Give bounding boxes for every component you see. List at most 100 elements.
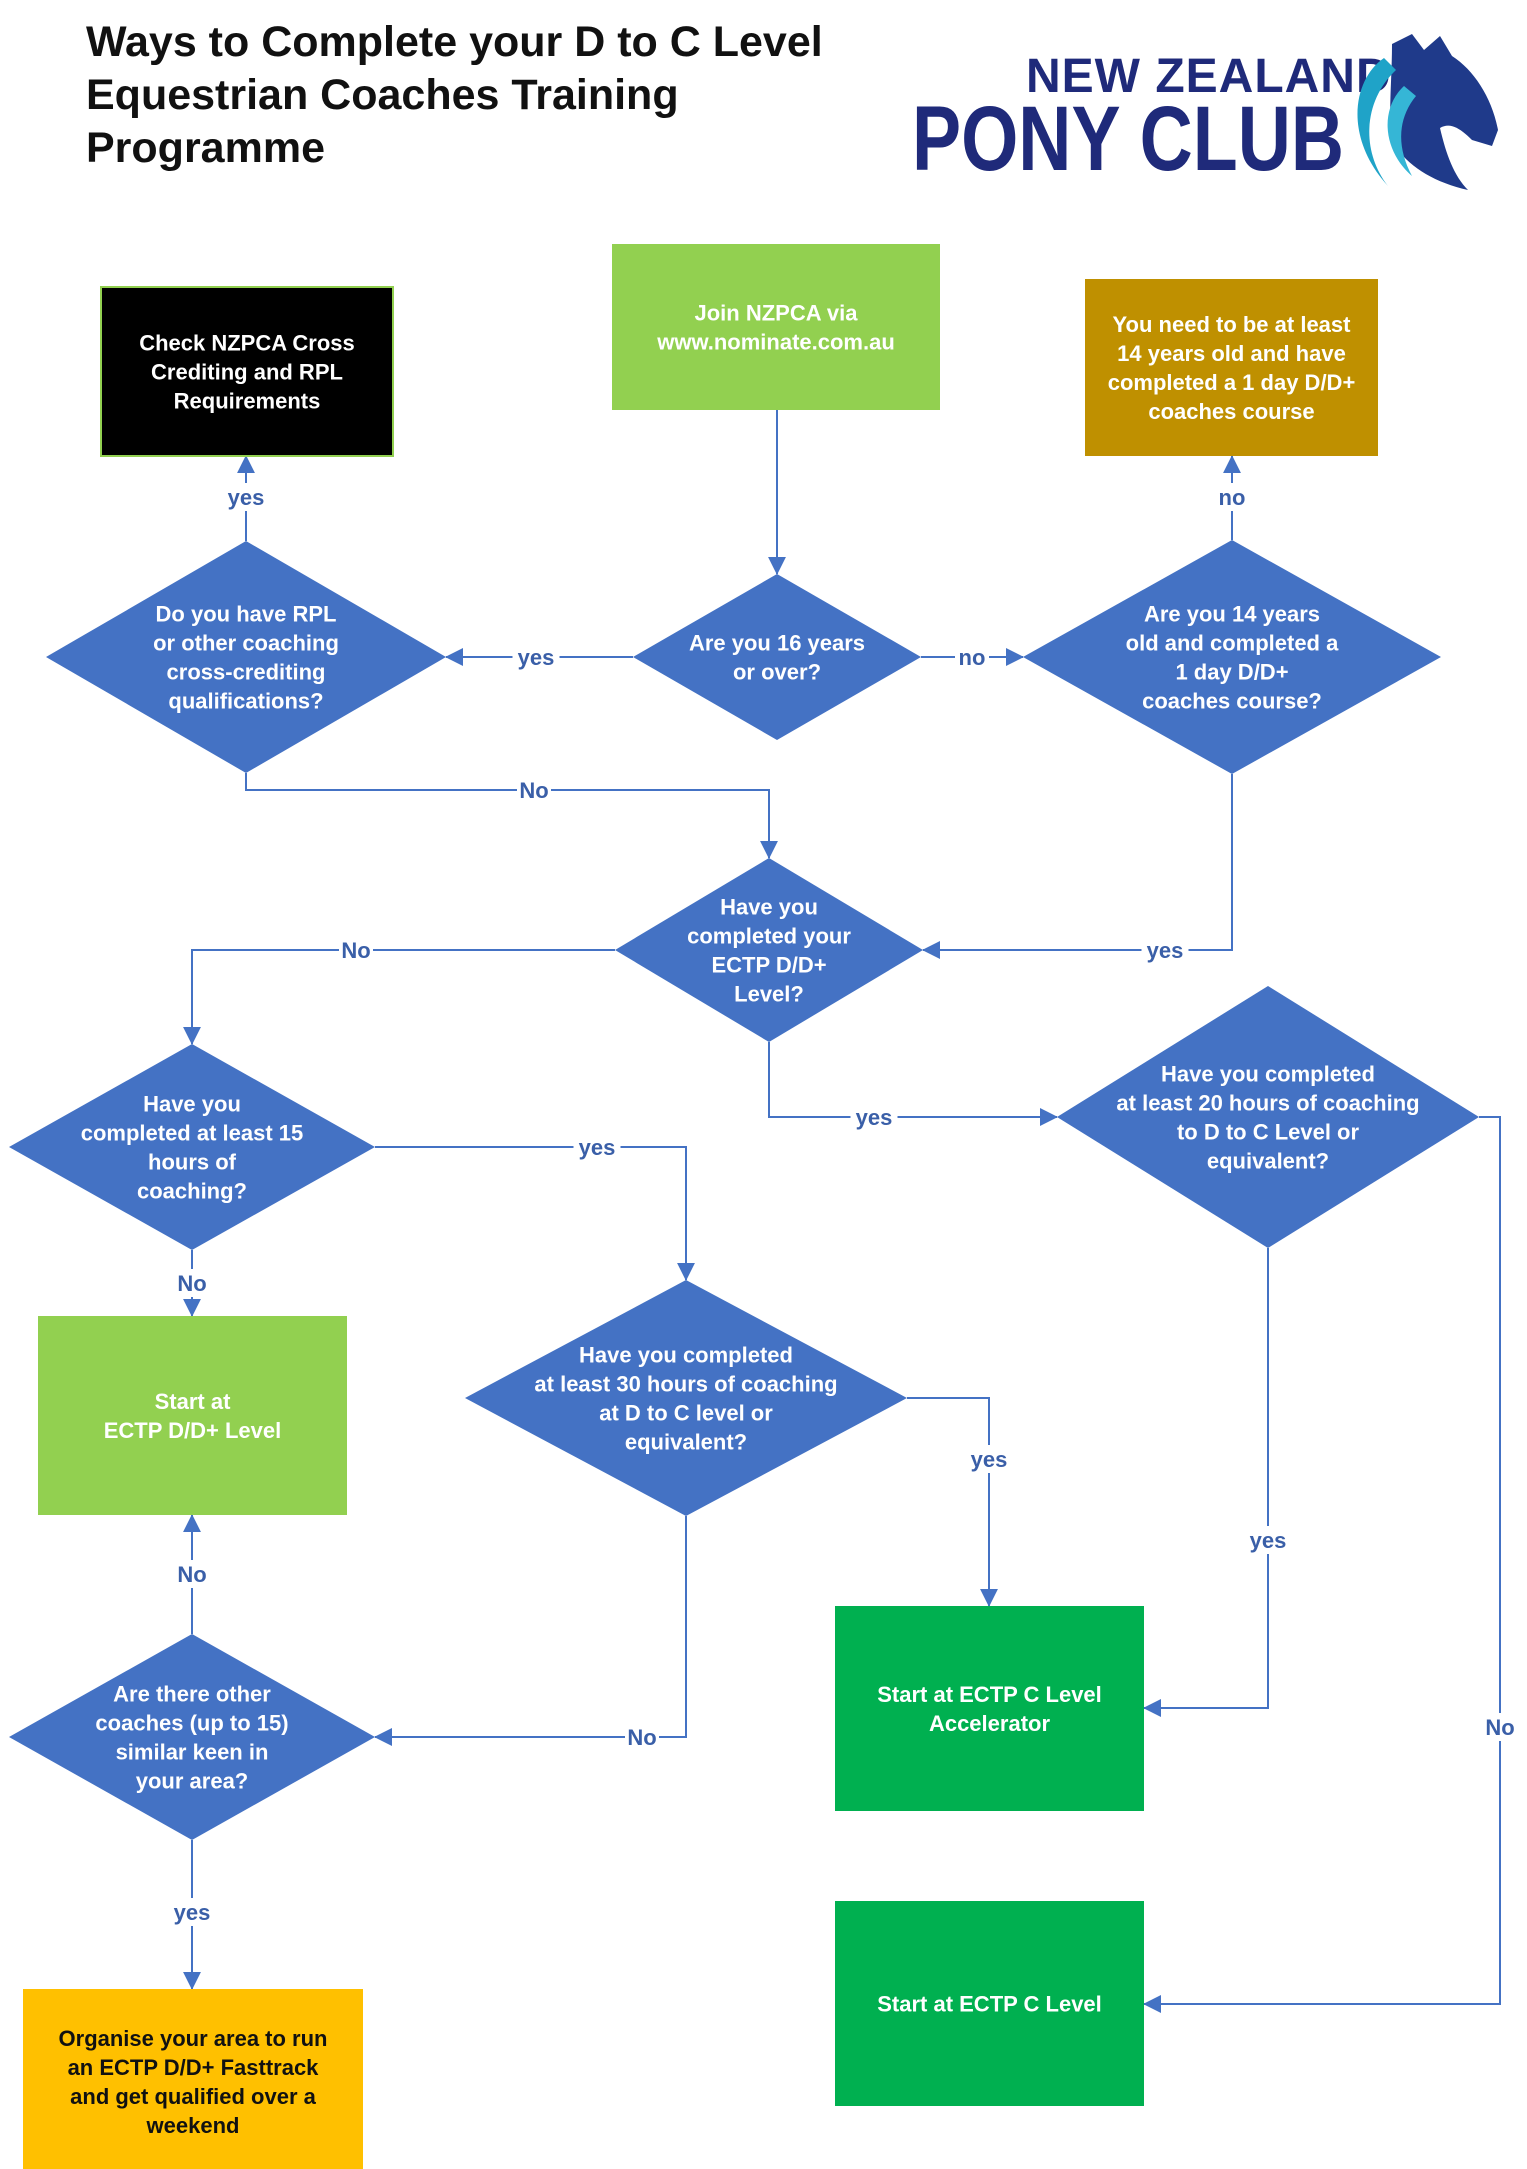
edge-e3: no [921,643,1024,671]
node-text-line: equivalent? [1207,1149,1329,1174]
node-text-line: Start at [155,1389,231,1414]
edge-e16: No [175,1514,209,1634]
edge-e4: yes [222,455,270,541]
edge-line [183,949,615,1045]
node-text-line: ECTP D/D+ [711,953,826,978]
node-text-line: Organise your area to run [59,2026,328,2051]
node-text-line: www.nominate.com.au [656,330,895,355]
edge-label: No [177,1271,206,1296]
edge-e14: No [1143,1116,1517,2013]
node-text-line: at D to C level or [599,1401,773,1426]
logo-line1: NEW ZEALAND [1026,50,1392,103]
node-text-line: completed at least 15 [81,1121,304,1146]
edge-label-bg [512,643,560,671]
node-text-line: Have you completed [579,1343,793,1368]
edge-label-bg [850,1103,898,1131]
edge-label-bg [339,936,373,964]
edge-label: No [177,1562,206,1587]
node-text-line: 14 years old and have [1117,341,1346,366]
decision-diamond [1057,986,1479,1248]
edge-label: yes [579,1135,616,1160]
node-text-line: weekend [146,2113,240,2138]
edge-line [245,773,778,859]
node-text-line: to D to C Level or [1177,1120,1360,1145]
decision-diamond [46,541,446,773]
node-text-line: or over? [733,660,821,685]
edge-e11: yes [375,1133,695,1281]
edge-label-bg [965,1445,1013,1473]
node-text-line: Do you have RPL [156,602,337,627]
edge-label-bg [175,1560,209,1588]
edge-line [768,1042,1058,1126]
edge-e10: No [175,1250,209,1317]
process-box [612,244,940,410]
edge-e2: yes [445,643,633,671]
edge-e13: yes [1143,1248,1292,1717]
edge-line [907,1397,998,1607]
edge-label: yes [971,1447,1008,1472]
node-text-line: Have you [143,1092,241,1117]
node-text-line: or other coaching [153,631,339,656]
decision-rpl: Do you have RPL or other coaching cross-cr… [46,541,446,773]
process-box [23,1989,363,2169]
node-text-line: Crediting and RPL [151,360,343,385]
pony-club-logo: NEW ZEALAND PONY CLUB [912,34,1498,190]
edge-line [375,1146,695,1281]
node-text-line: old and completed a [1126,631,1339,656]
edge-label: yes [856,1105,893,1130]
node-text-line: at least 20 hours of coaching [1116,1091,1419,1116]
edge-label: No [341,938,370,963]
node-text-line: Start at ECTP C Level [877,1992,1102,2017]
edge-line [1143,1248,1269,1717]
node-text-line: Requirements [174,389,321,414]
node-text-line: Start at ECTP C Level [877,1682,1102,1707]
decision-diamond [615,858,923,1042]
node-text-line: coaching? [137,1179,247,1204]
decision-h15: Have you completed at least 15 hours of coa… [9,1044,375,1250]
node-text-line: similar keen in [116,1740,269,1765]
node-text-line: coaches course [1148,399,1314,424]
edge-label: No [519,778,548,803]
edge-e9: yes [768,1042,1058,1131]
decision-diamond [633,574,921,740]
process-box [835,1901,1144,2106]
node-text-line: Are you 16 years [689,631,865,656]
edge-line [1143,1116,1501,2013]
edge-e6: No [245,773,778,859]
logo-line2: PONY CLUB [912,88,1344,190]
edge-label-bg [517,776,551,804]
node-text-line: cross-crediting [167,660,326,685]
node-text-line: hours of [148,1150,237,1175]
edge-label-bg [573,1133,621,1161]
node-text-line: 1 day D/D+ [1175,660,1288,685]
edge-label-bg [222,483,270,511]
box-need14: You need to be at least 14 years old and … [1085,279,1378,456]
edge-line [922,774,1233,959]
edge-label-bg [168,1898,216,1926]
process-box [100,286,394,457]
decision-diamond [9,1044,375,1250]
node-text-line: Check NZPCA Cross [139,331,355,356]
node-text-line: equivalent? [625,1430,747,1455]
process-box [38,1316,347,1515]
node-text-line: coaches course? [1142,689,1322,714]
decision-diamond [9,1634,375,1840]
node-text-line: Accelerator [929,1711,1051,1736]
decision-diamond [1023,540,1441,774]
node-text-line: your area? [136,1769,249,1794]
page-title: Ways to Complete your D to C Level Eques… [86,18,823,172]
edge-label: yes [1147,938,1184,963]
node-text-line: qualifications? [168,689,323,714]
node-text-line: completed a 1 day D/D+ [1108,370,1356,395]
edge-label-bg [175,1269,209,1297]
node-text-line: You need to be at least [1113,312,1352,337]
node-text-line: Have you completed [1161,1062,1375,1087]
